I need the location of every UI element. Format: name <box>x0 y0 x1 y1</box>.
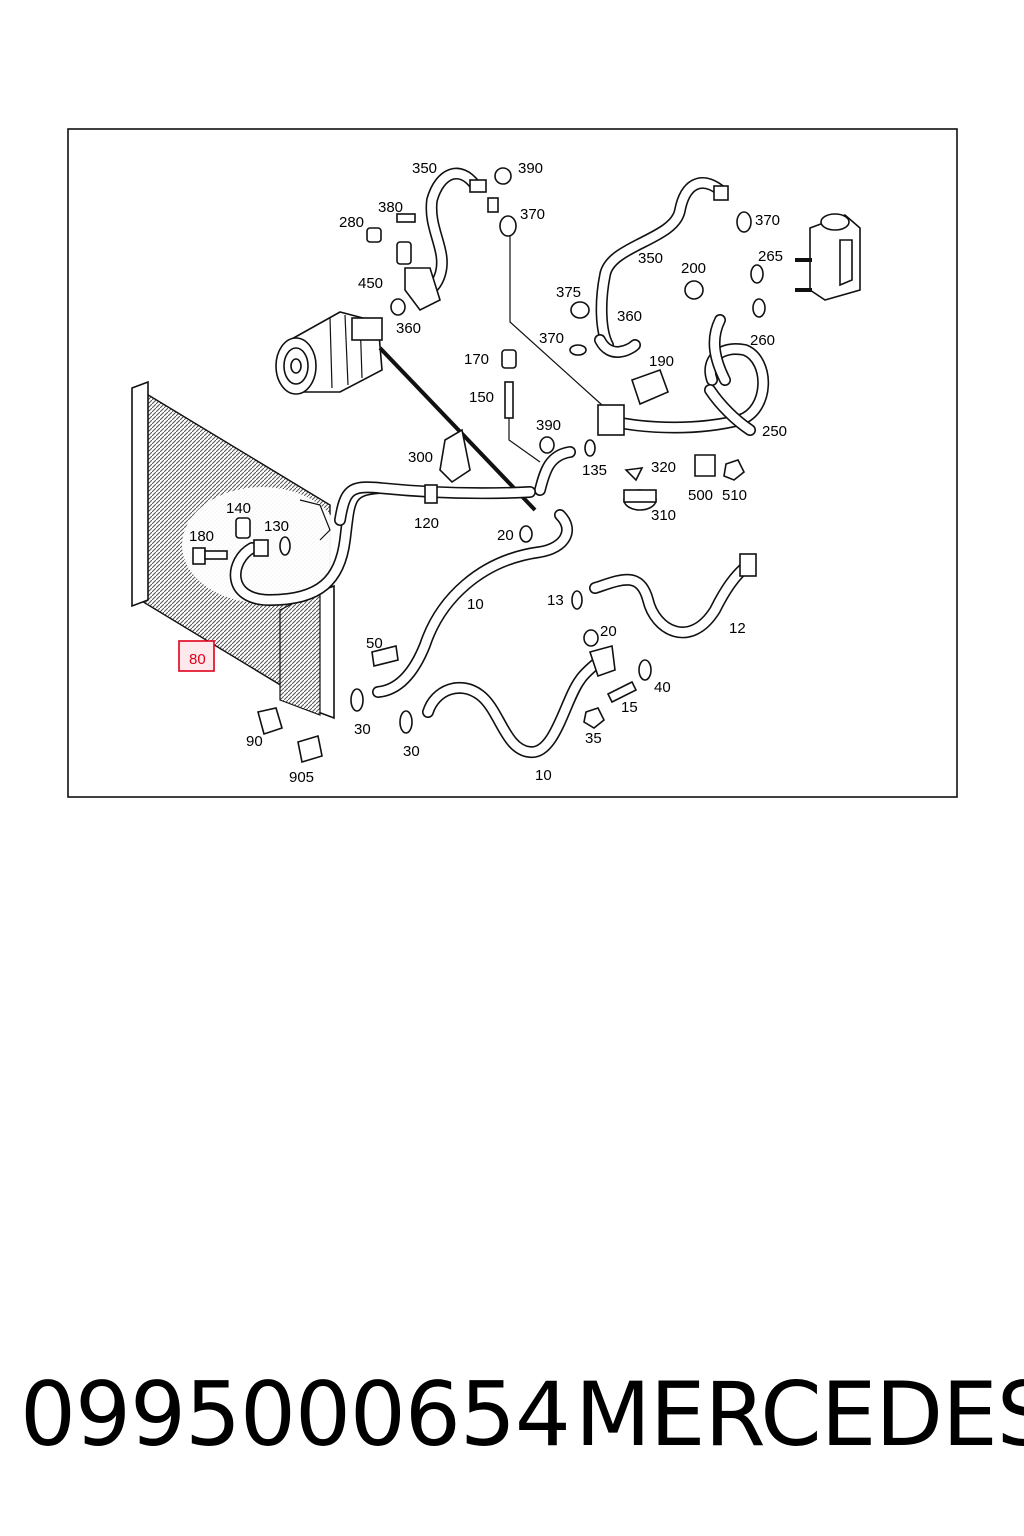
nut-35[interactable] <box>583 707 606 729</box>
label-370c: 370 <box>539 330 564 347</box>
label-40: 40 <box>654 679 671 696</box>
label-450: 450 <box>358 275 383 292</box>
brand-text: MERCEDES <box>575 1363 1024 1466</box>
label-370b: 370 <box>755 212 780 229</box>
label-390b: 390 <box>536 417 561 434</box>
nut-90[interactable] <box>257 707 283 736</box>
label-20a: 20 <box>497 527 514 544</box>
label-250: 250 <box>762 423 787 440</box>
condenser-part[interactable] <box>131 380 342 720</box>
label-130: 130 <box>264 518 289 535</box>
sensor-450[interactable] <box>396 241 412 265</box>
oring-370-mid[interactable] <box>569 344 587 356</box>
label-12: 12 <box>729 620 746 637</box>
oring-30a[interactable] <box>350 688 364 712</box>
label-350a: 350 <box>412 160 437 177</box>
hose-350-top[interactable] <box>404 167 499 312</box>
sensor-150-170[interactable] <box>501 349 541 463</box>
diagram-frame <box>67 128 958 798</box>
hose-250-assembly[interactable] <box>597 314 770 436</box>
label-280: 280 <box>339 214 364 231</box>
label-50: 50 <box>366 635 383 652</box>
label-310: 310 <box>651 507 676 524</box>
label-20b: 20 <box>600 623 617 640</box>
label-200: 200 <box>681 260 706 277</box>
oring-265a[interactable] <box>750 264 764 284</box>
oring-40[interactable] <box>638 659 652 681</box>
bracket-190[interactable] <box>630 368 670 406</box>
label-15: 15 <box>621 699 638 716</box>
oring-13[interactable] <box>571 590 583 610</box>
label-30b: 30 <box>403 743 420 760</box>
hose-12[interactable] <box>589 553 757 639</box>
label-170: 170 <box>464 351 489 368</box>
compressor-part[interactable] <box>275 311 383 395</box>
label-360b: 360 <box>617 308 642 325</box>
label-140: 140 <box>226 500 251 517</box>
valve-15[interactable] <box>606 680 638 704</box>
label-360a: 360 <box>396 320 421 337</box>
parts-diagram: 350 390 380 280 370 450 360 370 350 200 … <box>67 128 958 798</box>
footer: 0995000654 MERCEDES <box>0 1360 1024 1480</box>
label-10a: 10 <box>467 596 484 613</box>
expansion-valve-265[interactable] <box>795 213 861 301</box>
seal-390-top[interactable] <box>494 167 512 185</box>
label-260: 260 <box>750 332 775 349</box>
label-390a: 390 <box>518 160 543 177</box>
hose-10-upper[interactable] <box>372 509 573 698</box>
label-135: 135 <box>582 462 607 479</box>
oring-360-left[interactable] <box>390 298 406 316</box>
grommet-310-320[interactable] <box>623 467 657 511</box>
oring-30b[interactable] <box>399 710 413 734</box>
label-320: 320 <box>651 459 676 476</box>
oring-20-upper[interactable] <box>519 525 533 543</box>
oring-20-lower[interactable] <box>583 629 599 647</box>
label-90: 90 <box>246 733 263 750</box>
nut-200[interactable] <box>684 280 704 300</box>
label-30a: 30 <box>354 721 371 738</box>
nut-390-mid[interactable] <box>539 436 555 454</box>
hose-350-right[interactable] <box>594 177 729 358</box>
part-number-text: 0995000654 <box>20 1363 571 1466</box>
bolt-50[interactable] <box>371 645 399 667</box>
bracket-905[interactable] <box>297 734 323 764</box>
clip-500[interactable] <box>694 454 716 477</box>
label-13: 13 <box>547 592 564 609</box>
pipe-135[interactable] <box>534 446 576 496</box>
label-370a: 370 <box>520 206 545 223</box>
label-80: 80 <box>189 651 206 668</box>
bracket-300[interactable] <box>439 428 471 484</box>
oring-135[interactable] <box>584 439 596 457</box>
highlight-box-80 <box>178 640 215 672</box>
valve-380[interactable] <box>396 213 416 223</box>
hose-120[interactable] <box>334 481 536 526</box>
nut-510[interactable] <box>723 459 746 481</box>
label-510: 510 <box>722 487 747 504</box>
callout-labels: 350 390 380 280 370 450 360 370 350 200 … <box>189 160 787 786</box>
label-120: 120 <box>414 515 439 532</box>
pipe-180-130[interactable] <box>192 482 386 606</box>
label-10b: 10 <box>535 767 552 784</box>
label-35: 35 <box>585 730 602 747</box>
oring-370-top[interactable] <box>499 215 517 237</box>
label-150: 150 <box>469 389 494 406</box>
label-500: 500 <box>688 487 713 504</box>
oring-370-right[interactable] <box>736 211 752 233</box>
label-180: 180 <box>189 528 214 545</box>
label-265: 265 <box>758 248 783 265</box>
label-380: 380 <box>378 199 403 216</box>
nut-375[interactable] <box>570 301 590 319</box>
label-190: 190 <box>649 353 674 370</box>
cap-280[interactable] <box>366 227 382 243</box>
hose-10-lower[interactable] <box>422 644 616 758</box>
label-350b: 350 <box>638 250 663 267</box>
label-905: 905 <box>289 769 314 786</box>
oring-265b[interactable] <box>752 298 766 318</box>
label-375: 375 <box>556 284 581 301</box>
label-300: 300 <box>408 449 433 466</box>
